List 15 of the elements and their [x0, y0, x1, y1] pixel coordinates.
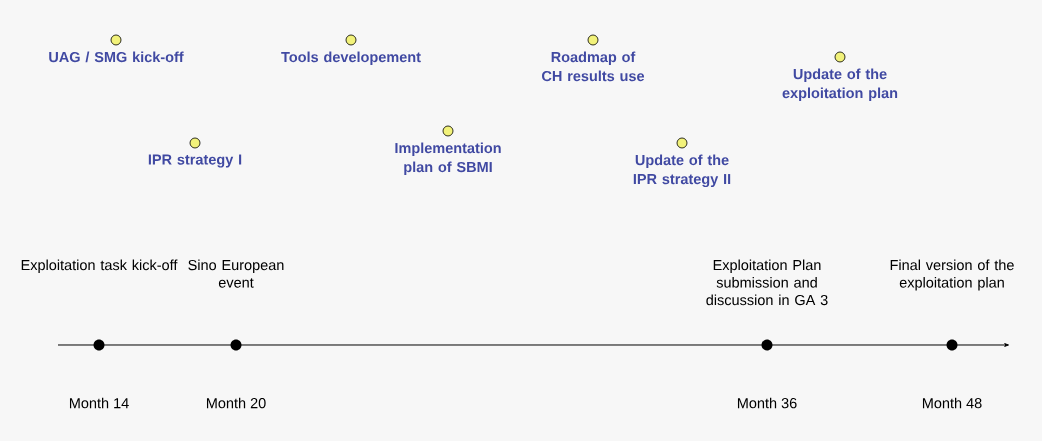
- activity-label: Roadmap of CH results use: [542, 51, 645, 82]
- month-label: Month 20: [206, 397, 266, 409]
- activity-label: Tools developement: [281, 51, 421, 66]
- activity-label: Update of the exploitation plan: [782, 68, 898, 102]
- activity-label: Implementation plan of SBMI: [395, 142, 501, 176]
- activity-label: IPR strategy I: [148, 154, 242, 168]
- activity-label: UAG / SMG kick-off: [49, 51, 184, 63]
- month-label: Month 14: [70, 397, 129, 409]
- milestone-label: Exploitation Plan submission and discussion in GA 3: [706, 259, 828, 306]
- month-label: Month 48: [922, 397, 982, 409]
- activity-label: Update of the IPR strategy II: [633, 154, 731, 188]
- milestone-label: Sino European event: [188, 259, 284, 288]
- milestone-label: Exploitation task kick-off: [21, 259, 178, 274]
- milestone-label: Final version of the exploitation plan: [890, 259, 1014, 291]
- month-label: Month 36: [737, 397, 797, 409]
